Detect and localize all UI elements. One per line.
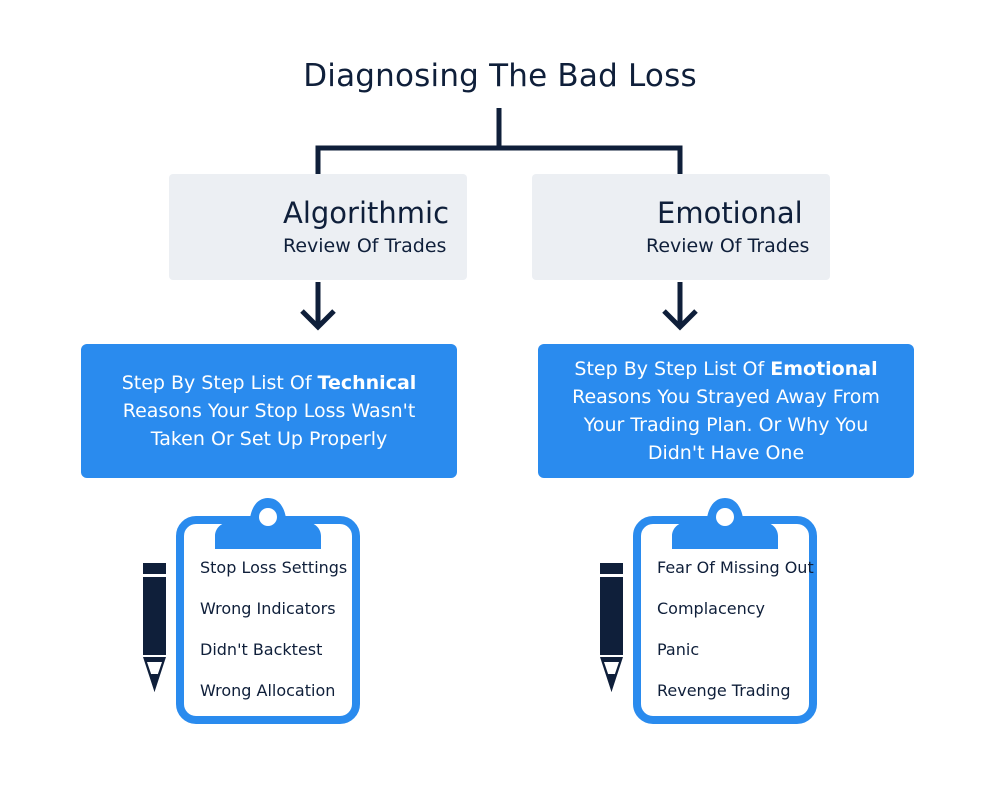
diagram-title: Diagnosing The Bad Loss — [303, 58, 697, 94]
arrow-down-left — [300, 282, 336, 331]
list-item: Didn't Backtest — [200, 640, 323, 659]
step-box-technical: Step By Step List Of Technical Reasons Y… — [81, 344, 457, 478]
tree-connector — [315, 108, 683, 174]
review-subheading: Review Of Trades — [283, 235, 447, 257]
review-box-emotional: Emotional Review Of Trades — [532, 174, 830, 280]
step-box-emotional: Step By Step List Of Emotional Reasons Y… — [538, 344, 914, 478]
list-item: Wrong Indicators — [200, 599, 336, 618]
list-item: Fear Of Missing Out — [657, 558, 814, 577]
arrow-down-right — [662, 282, 698, 331]
list-item: Stop Loss Settings — [200, 558, 348, 577]
list-item: Wrong Allocation — [200, 681, 336, 700]
checklist-technical: Stop Loss Settings Wrong Indicators Didn… — [200, 556, 347, 720]
review-heading: Emotional — [657, 196, 803, 230]
list-item: Complacency — [657, 599, 765, 618]
checklist-emotional: Fear Of Missing Out Complacency Panic Re… — [657, 556, 814, 720]
clipboard-right-icon — [633, 498, 817, 724]
review-subheading: Review Of Trades — [646, 235, 810, 257]
step-text: Step By Step List Of Technical Reasons Y… — [121, 372, 417, 450]
review-heading: Algorithmic — [283, 196, 450, 230]
review-box-algorithmic: Algorithmic Review Of Trades — [169, 174, 467, 280]
list-item: Revenge Trading — [657, 681, 791, 700]
step-text: Step By Step List Of Emotional Reasons Y… — [572, 358, 880, 464]
list-item: Panic — [657, 640, 700, 659]
clipboard-left-icon — [176, 498, 360, 724]
pencil-right-icon — [600, 563, 623, 692]
pencil-left-icon — [143, 563, 166, 692]
